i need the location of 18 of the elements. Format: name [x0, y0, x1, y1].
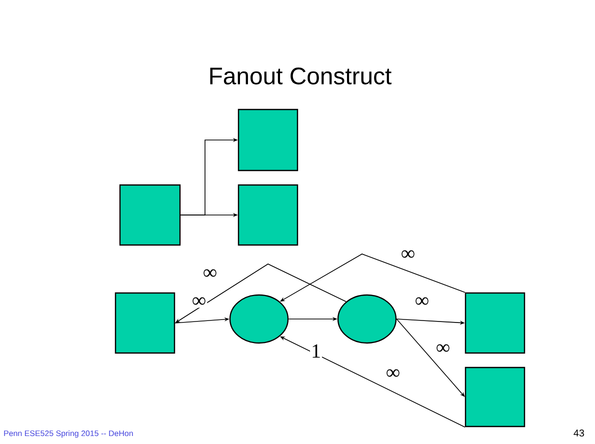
edge-label: ∞ [384, 368, 402, 380]
square-node [238, 184, 298, 246]
page-number: 43 [574, 429, 584, 437]
edge-label: ∞ [414, 296, 430, 308]
square-node [464, 366, 526, 428]
square-node [464, 292, 526, 354]
edge-label: ∞ [434, 343, 452, 355]
edge-label: ∞ [202, 268, 218, 280]
edge-label: 1 [310, 343, 322, 359]
square-node [114, 292, 176, 354]
slide-title: Fanout Construct [210, 68, 392, 84]
square-node [238, 108, 298, 172]
edge-label: ∞ [400, 249, 416, 261]
edge-label: ∞ [190, 296, 208, 308]
ellipse-node [337, 294, 397, 344]
square-node [119, 184, 181, 246]
arrow [396, 318, 465, 397]
ellipse-node [229, 294, 289, 344]
